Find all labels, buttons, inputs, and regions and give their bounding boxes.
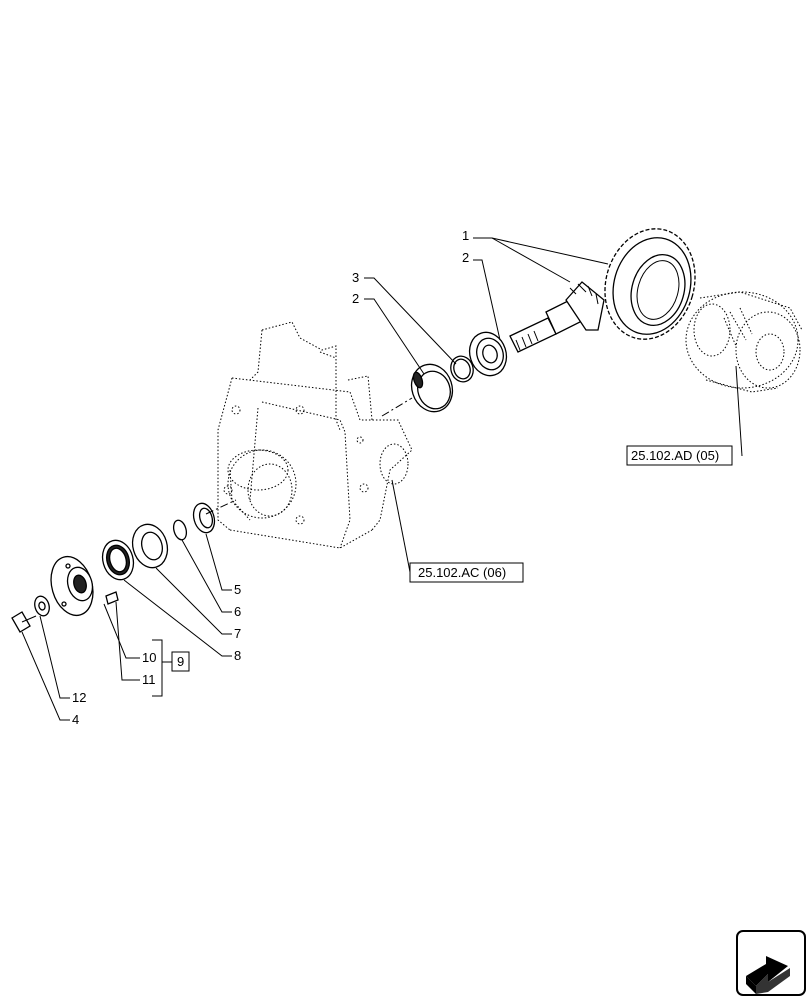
callout-5: 5 bbox=[234, 582, 241, 597]
next-page-button[interactable] bbox=[736, 930, 806, 996]
snap-ring-6 bbox=[172, 519, 188, 541]
callout-12: 12 bbox=[72, 690, 86, 705]
crown-wheel bbox=[604, 228, 696, 340]
leader-lines bbox=[21, 237, 743, 721]
bolt-4 bbox=[11, 611, 37, 633]
callout-7: 7 bbox=[234, 626, 241, 641]
differential-assembly bbox=[685, 291, 803, 393]
bearing-7 bbox=[131, 523, 169, 569]
callout-3: 3 bbox=[352, 270, 359, 285]
ring-5 bbox=[192, 502, 216, 534]
bearing-2-left bbox=[410, 363, 454, 413]
washer-12 bbox=[34, 595, 50, 617]
callout-4: 4 bbox=[72, 712, 79, 727]
callout-9-box: 9 bbox=[171, 651, 190, 672]
ref-link-housing-label: 25.102.AC (06) bbox=[418, 565, 506, 580]
callout-labels: 1 2 3 2 5 6 7 8 10 11 12 4 bbox=[72, 228, 469, 727]
callout-10: 10 bbox=[142, 650, 156, 665]
ref-link-housing[interactable]: 25.102.AC (06) bbox=[409, 562, 524, 583]
callout-2-top: 2 bbox=[462, 250, 469, 265]
callout-8: 8 bbox=[234, 648, 241, 663]
flange-10 bbox=[50, 555, 94, 617]
bearing-2-right bbox=[468, 331, 508, 377]
ref-link-differential-label: 25.102.AD (05) bbox=[631, 448, 719, 463]
stud-11 bbox=[105, 591, 119, 605]
callout-1: 1 bbox=[462, 228, 469, 243]
callout-2-left: 2 bbox=[352, 291, 359, 306]
pinion-shaft bbox=[509, 281, 605, 353]
seal-8 bbox=[101, 539, 135, 581]
callout-6: 6 bbox=[234, 604, 241, 619]
housing-outline bbox=[217, 321, 413, 549]
callout-11: 11 bbox=[142, 672, 156, 687]
spacer-3 bbox=[450, 355, 474, 383]
ref-link-differential[interactable]: 25.102.AD (05) bbox=[626, 445, 733, 466]
next-page-arrow-icon bbox=[746, 956, 790, 994]
callout-9: 9 bbox=[177, 654, 184, 669]
